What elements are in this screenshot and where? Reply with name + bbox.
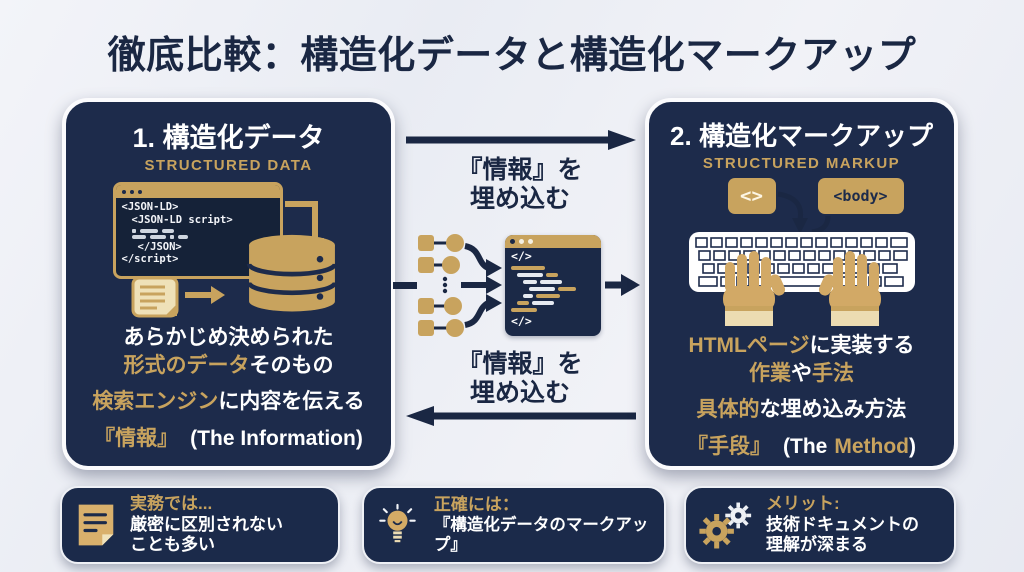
note-card-accurate-term-text: 正確には： 『構造化データのマークアップ』 <box>434 495 652 556</box>
flow-nodes-and-arrows <box>393 234 640 337</box>
left-panel-heading: 1. 構造化データ <box>132 123 325 153</box>
window-dot-icon <box>519 239 524 244</box>
code-line: <JSON-LD script> <box>131 213 233 226</box>
right-panel-heading: 2. 構造化マークアップ <box>670 121 933 151</box>
left-desc-line-3: 検索エンジンに内容を伝える <box>92 390 365 414</box>
chip-arrows-decoration <box>777 191 830 235</box>
code-tag-chip: <> <box>727 178 776 214</box>
right-hand-icon <box>818 251 881 326</box>
code-bars <box>511 286 595 291</box>
right-desc-line-1: HTMLページに実装する <box>688 334 915 357</box>
card-line: 『構造化データのマークアップ』 <box>433 516 649 555</box>
window-dot-icon <box>528 239 533 244</box>
memo-icon <box>78 504 114 546</box>
left-desc-line-2: 形式のデータそのもの <box>123 353 334 377</box>
card-line: 厳密に区別されない <box>130 514 283 534</box>
body-tag-chip: <body> <box>817 178 904 214</box>
card-line: 理解が深まる <box>766 535 868 555</box>
keyboard-hands-icon <box>688 232 915 326</box>
code-tag-icon: </> <box>511 313 532 328</box>
note-card-practice: 実務では... 厳密に区別されない ことも多い <box>60 486 340 564</box>
left-desc-line-1: あらかじめ決められた <box>123 326 334 349</box>
code-line: <JSON-LD> <box>121 201 179 213</box>
code-dashes <box>131 228 274 233</box>
document-list-icon <box>131 276 178 318</box>
code-bars <box>511 293 595 298</box>
code-bars <box>511 272 595 277</box>
note-card-accurate-term: 正確には： 『構造化データのマークアップ』 <box>362 486 666 564</box>
left-desc-line-4: 『情報』(The Information) <box>94 427 363 451</box>
card-line: 技術ドキュメントの <box>766 514 919 534</box>
window-titlebar <box>505 235 601 248</box>
card-title: メリット: <box>766 493 840 513</box>
right-panel-subheading: STRUCTURED MARKUP <box>702 155 901 172</box>
note-card-practice-text: 実務では... 厳密に区別されない ことも多い <box>130 494 283 556</box>
json-code-text: <JSON-LD> <JSON-LD script> </JSON> </scr… <box>116 198 280 269</box>
code-line: </JSON> <box>137 240 182 253</box>
window-titlebar <box>115 185 280 198</box>
database-icon <box>246 234 337 312</box>
code-window-body: </> </> <box>505 248 601 327</box>
structured-data-illustration: <JSON-LD> <JSON-LD script> </JSON> </scr… <box>109 182 349 318</box>
code-dashes <box>131 234 274 239</box>
structured-data-panel: 1. 構造化データ STRUCTURED DATA <JSON-LD> <JSO… <box>62 98 395 470</box>
page-title: 徹底比較：構造化データと構造化マークアップ <box>107 35 917 77</box>
window-dot-icon <box>137 189 142 194</box>
embed-label-bottom: 『情報』を 埋め込む <box>457 350 583 407</box>
window-dot-icon <box>129 189 134 194</box>
left-panel-description: あらかじめ決められた 形式のデータそのもの 検索エンジンに内容を伝える 『情報』… <box>78 324 379 453</box>
window-dot-icon <box>121 189 126 194</box>
window-dot-icon <box>510 239 515 244</box>
code-window: </> </> <box>505 235 601 336</box>
code-bars <box>511 279 595 284</box>
code-bars <box>511 265 595 270</box>
card-title: 実務では... <box>130 493 213 513</box>
card-title: 正確には： <box>433 494 519 514</box>
card-line: ことも多い <box>130 535 215 555</box>
code-bars <box>511 307 595 312</box>
code-bars <box>511 300 595 305</box>
structured-markup-panel: 2. 構造化マークアップ STRUCTURED MARKUP <> <body> <box>645 98 958 470</box>
embed-arrow-left <box>406 406 636 426</box>
left-hand-icon <box>722 251 785 326</box>
embed-label-top: 『情報』を 埋め込む <box>457 156 583 213</box>
structured-markup-illustration: <> <body> <box>676 178 928 326</box>
note-card-merit: メリット: 技術ドキュメントの 理解が深まる <box>684 486 956 564</box>
left-panel-subheading: STRUCTURED DATA <box>144 157 313 174</box>
data-flow-illustration: </> </> <box>393 233 640 339</box>
json-code-window: <JSON-LD> <JSON-LD script> </JSON> </scr… <box>112 182 283 279</box>
right-desc-line-2: 作業や手法 <box>749 361 854 385</box>
code-tag-icon: </> <box>511 249 532 263</box>
code-line: </script> <box>121 253 179 266</box>
note-card-merit-text: メリット: 技術ドキュメントの 理解が深まる <box>766 494 919 556</box>
lightbulb-icon <box>379 503 416 543</box>
right-desc-line-3: 具体的な埋め込み方法 <box>696 398 907 422</box>
gears-icon <box>699 502 752 548</box>
embed-arrow-right <box>406 130 636 150</box>
